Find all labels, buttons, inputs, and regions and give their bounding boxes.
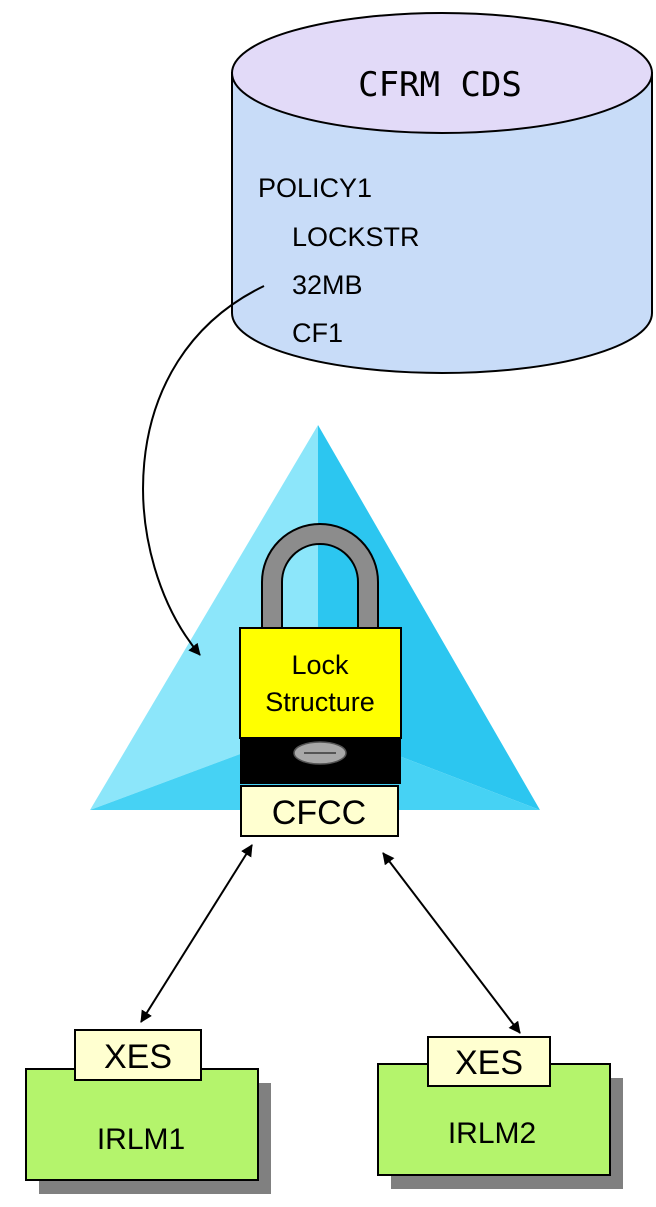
lock-shackle	[261, 523, 379, 629]
cfcc-box: CFCC	[240, 785, 399, 837]
policy-to-lock-arrow	[142, 285, 265, 656]
cfrm-cds-cylinder: CFRM CDS POLICY1 LOCKSTR 32MB CF1	[231, 12, 653, 374]
lock-body	[239, 627, 402, 739]
irlm2-label: IRLM2	[448, 1117, 536, 1150]
cds-title: CFRM CDS	[358, 65, 522, 105]
irlm1-box	[25, 1068, 259, 1181]
irlm1-label: IRLM1	[97, 1123, 185, 1156]
lock-label-line1: Lock	[291, 650, 349, 680]
irlm2-system: XES IRLM2	[377, 1036, 623, 1189]
irlm1-xes-box	[74, 1029, 202, 1081]
lock-label-line2: Structure	[265, 687, 375, 717]
irlm1-system: XES IRLM1	[25, 1029, 271, 1194]
structure-size: 32MB	[292, 270, 363, 300]
cfcc-label: CFCC	[272, 794, 366, 832]
irlm1-xes-label: XES	[104, 1038, 172, 1076]
structure-name: LOCKSTR	[292, 222, 420, 252]
policy-name: POLICY1	[258, 173, 372, 203]
lock-structure-padlock: Lock Structure	[239, 523, 402, 784]
cylinder-body	[231, 72, 653, 374]
irlm2-xes-box	[427, 1036, 551, 1087]
irlm2-xes-label: XES	[455, 1044, 523, 1082]
coupling-facility-name: CF1	[292, 318, 343, 348]
cfcc-irlm2-connector	[382, 852, 521, 1034]
cylinder-top	[231, 12, 653, 134]
cfcc-irlm1-connector	[140, 844, 253, 1023]
